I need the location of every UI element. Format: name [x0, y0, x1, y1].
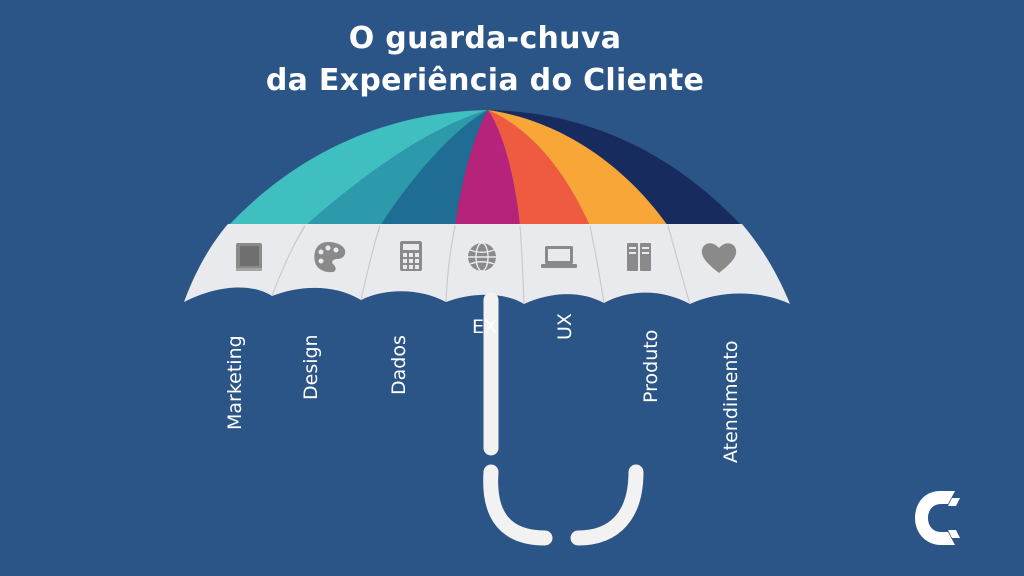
segment-label-ex: EX: [472, 316, 498, 338]
globe-icon: [468, 242, 496, 272]
palette-icon: [314, 242, 346, 273]
segment-icons: [236, 241, 737, 273]
canopy-wedge-ex: [455, 110, 520, 226]
title-line-2: da Experiência do Cliente: [265, 63, 705, 98]
canopy-wedge-marketing: [228, 110, 488, 226]
canopy-wedge-dados: [380, 110, 488, 226]
laptop-icon: [541, 246, 577, 268]
book-icon: [236, 243, 262, 271]
segment-label-design: Design: [300, 334, 322, 400]
segment-label-marketing: Marketing: [224, 335, 246, 430]
canopy-wedge-design: [305, 110, 488, 226]
umbrella-handle: [483, 292, 644, 546]
segment-label-dados: Dados: [388, 335, 410, 395]
canopy-wedge-ux: [488, 110, 590, 226]
title-line-1: O guarda-chuva: [348, 21, 622, 56]
segment-label-atendimento: Atendimento: [720, 340, 742, 464]
company-logo: [915, 491, 960, 545]
canopy-wedge-produto: [488, 110, 668, 226]
heart-icon: [701, 243, 737, 273]
canopy-wedge-atendimento: [488, 110, 742, 226]
rib-lines: [271, 225, 691, 305]
canopy: [228, 110, 742, 226]
calculator-icon: [400, 241, 422, 271]
segment-label-ux: UX: [554, 313, 576, 340]
segment-label-produto: Produto: [640, 329, 662, 403]
server-icon: [627, 243, 651, 271]
